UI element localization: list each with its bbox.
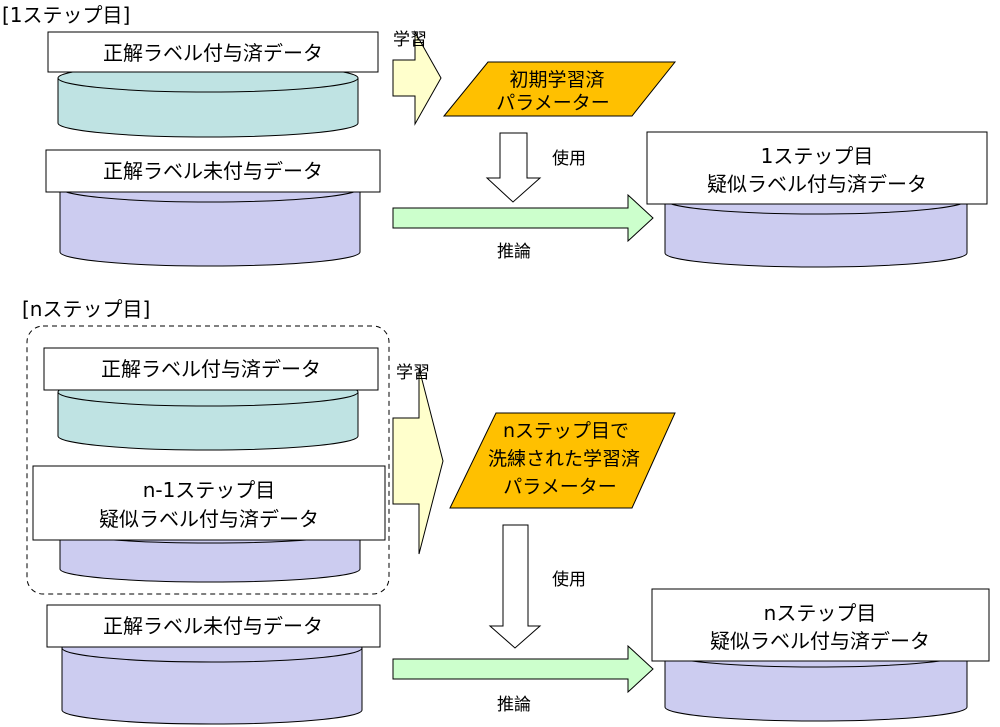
step1-use-label: 使用 xyxy=(552,148,586,169)
stepn-params-line2: 洗練された学習済 xyxy=(488,448,640,470)
stepn-params-line3: パラメーター xyxy=(503,476,616,498)
step1-use-arrow xyxy=(485,132,542,203)
step1-unlabeled-data-label: 正解ラベル未付与データ xyxy=(103,159,323,183)
step1-unlabeled-data-box xyxy=(45,149,381,193)
stepn-use-arrow xyxy=(488,524,542,649)
stepn-labeled-data-label: 正解ラベル付与済データ xyxy=(101,357,321,381)
step1-params-line1: 初期学習済 xyxy=(509,69,604,91)
stepn-learn-label: 学習 xyxy=(396,363,430,383)
stepn-params-parallelogram xyxy=(449,412,676,509)
stepn-unlabeled-data-box xyxy=(46,604,381,648)
step1-params-parallelogram xyxy=(442,61,677,117)
step1-result-line2: 疑似ラベル付与済データ xyxy=(707,172,927,196)
step1-infer-label: 推論 xyxy=(497,242,531,262)
stepn-prev-pseudo-box xyxy=(32,465,386,541)
step1-labeled-data-label: 正解ラベル付与済データ xyxy=(103,41,323,65)
step1-learn-label: 学習 xyxy=(393,30,427,50)
stepn-result-line1: nステップ目 xyxy=(764,601,877,625)
stepn-result-line2: 疑似ラベル付与済データ xyxy=(710,629,930,653)
stepn-result-box xyxy=(651,588,990,662)
stepn-infer-label: 推論 xyxy=(497,695,531,715)
step1-params-line2: パラメーター xyxy=(496,92,609,114)
step1-result-box xyxy=(646,131,988,205)
step1-learn-arrow xyxy=(392,30,442,126)
stepn-training-data-group xyxy=(26,325,390,595)
stepn-prev-pseudo-line2: 疑似ラベル付与済データ xyxy=(99,507,319,531)
step1-labeled-data-cylinder xyxy=(57,63,359,138)
stepn-prev-pseudo-line1: n-1ステップ目 xyxy=(143,478,276,502)
stepn-use-label: 使用 xyxy=(552,569,586,590)
stepn-labeled-data-box xyxy=(43,347,379,391)
stepn-unlabeled-data-label: 正解ラベル未付与データ xyxy=(103,614,323,638)
stepn-learn-arrow xyxy=(392,367,444,555)
step1-labeled-data-box xyxy=(47,31,379,73)
stepn-header: [nステップ目] xyxy=(22,297,150,321)
step1-header: [1ステップ目] xyxy=(2,3,130,27)
step1-infer-arrow xyxy=(392,193,654,243)
stepn-params-line1: nステップ目で xyxy=(503,420,629,442)
stepn-infer-arrow xyxy=(392,644,654,694)
step1-result-line1: 1ステップ目 xyxy=(761,144,874,168)
